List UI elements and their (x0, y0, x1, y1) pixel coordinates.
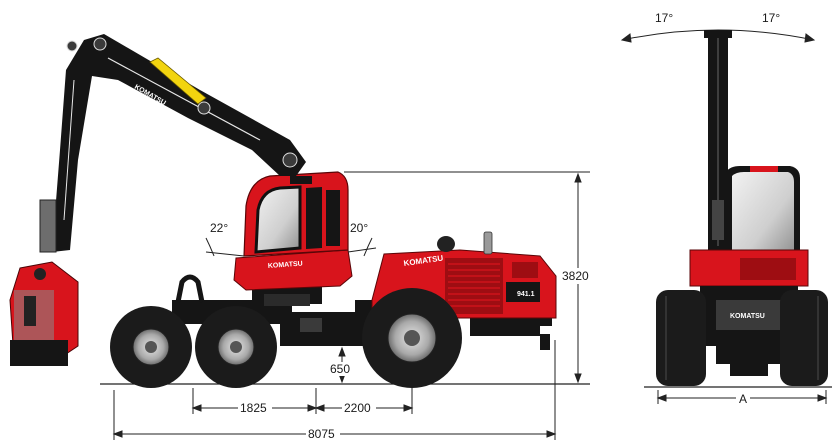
rear-axle-spacing: 1825 (240, 401, 267, 415)
axle-dimensions (191, 388, 414, 414)
front-wheel (362, 288, 462, 388)
rear-left-wheel (656, 290, 706, 386)
rear-brand: KOMATSU (730, 313, 765, 320)
angle-indicators (205, 237, 377, 257)
rear-cab (726, 166, 800, 262)
front-axle-spacing: 2200 (344, 401, 371, 415)
rear-view: 17° 17° KOMATSU (620, 11, 832, 406)
cab-window (254, 185, 302, 254)
air-intake (437, 236, 455, 252)
model-badge: 941.1 (517, 291, 535, 298)
overall-length: 8075 (308, 427, 335, 440)
clearance-value: 650 (330, 362, 350, 376)
tilt-angle-right: 20° (350, 221, 368, 235)
rear-cab-glass (732, 172, 794, 256)
side-view: KOMATSU 941.1 KOMATSU KOMATSU (9, 34, 590, 440)
rear-wheel-1 (110, 306, 192, 388)
rear-body: KOMATSU (689, 249, 809, 376)
rear-boom (704, 30, 732, 250)
width-label: A (739, 392, 747, 406)
rear-hoop (175, 274, 205, 303)
hydraulic-cylinder (149, 57, 207, 105)
tilt-right: 17° (762, 11, 780, 25)
harvester-head (9, 261, 79, 366)
rear-wheel-2 (195, 306, 277, 388)
height-value: 3820 (562, 269, 589, 283)
tilt-left: 17° (655, 11, 673, 25)
rear-right-wheel (780, 290, 828, 386)
tilt-angle-left: 22° (210, 221, 228, 235)
cab (243, 171, 349, 257)
cab-brand: KOMATSU (268, 261, 303, 270)
exhaust-pipe (483, 231, 493, 255)
